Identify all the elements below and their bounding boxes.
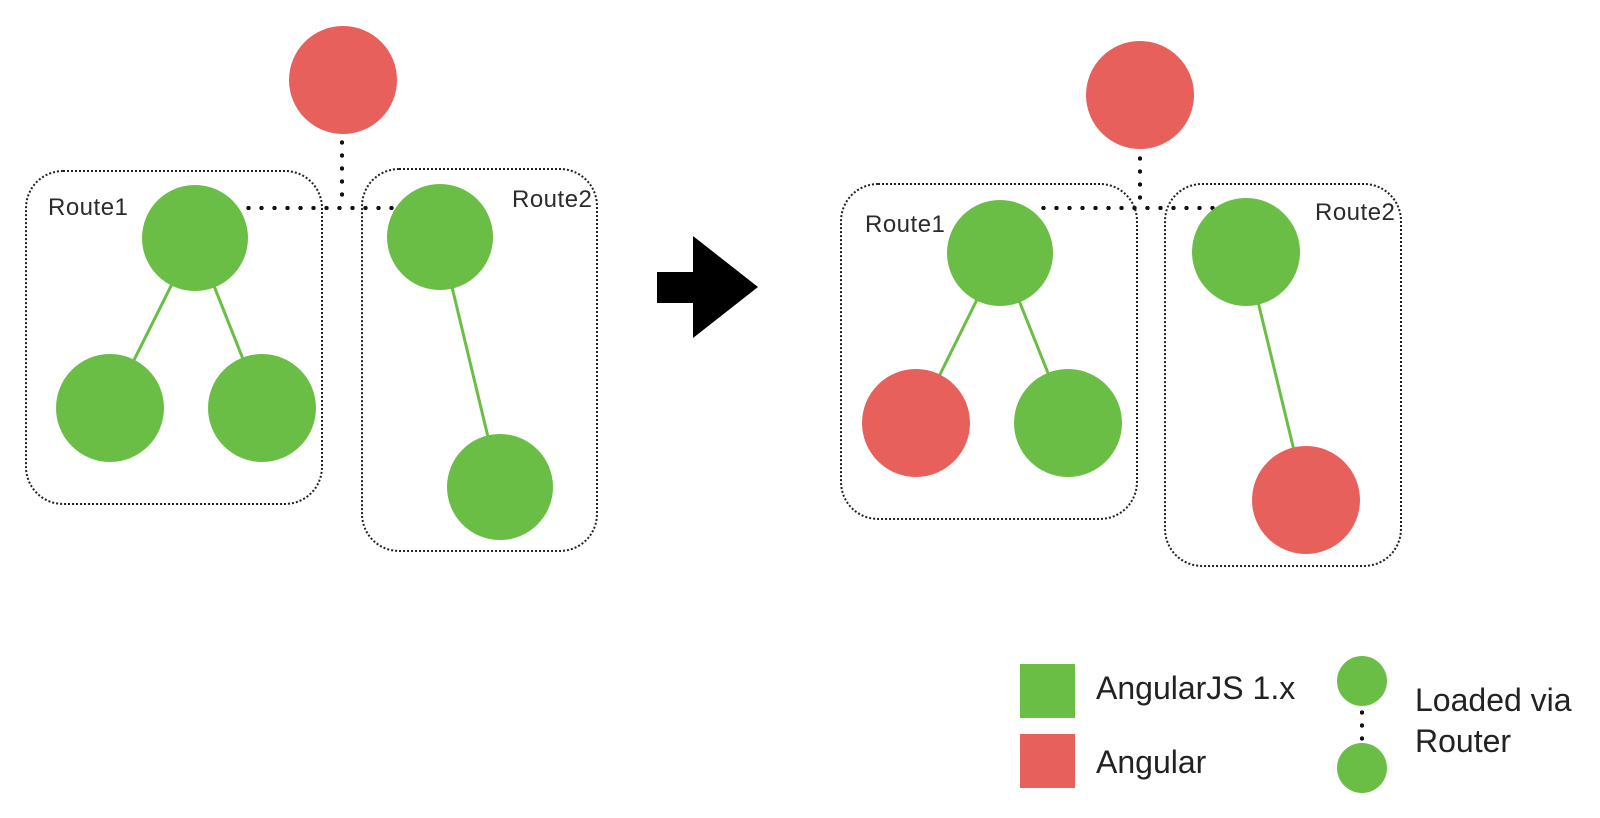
before-route2-label: Route2: [512, 186, 593, 213]
after-route2-child-angular-node: [1252, 446, 1360, 554]
legend-router-dotted-line: [1360, 706, 1364, 744]
after-route2-box: [1164, 183, 1402, 567]
before-route1-label: Route1: [48, 194, 129, 221]
before-root-angular-node: [289, 26, 397, 134]
before-route2-box: [361, 168, 598, 552]
after-root-router-dotted-line: [1138, 152, 1142, 206]
before-root-router-dotted-line: [340, 136, 344, 204]
legend-angular-label: Angular: [1096, 744, 1207, 780]
before-route1-root-node: [142, 185, 248, 291]
before-route2-child-node: [447, 434, 553, 540]
after-root-angular-node: [1086, 41, 1194, 149]
before-route1-box: [25, 170, 323, 505]
after-route2-root-node: [1192, 198, 1300, 306]
after-route1-root-node: [947, 200, 1053, 306]
legend-angular-swatch: [1020, 734, 1075, 788]
after-route2-label: Route2: [1315, 199, 1396, 226]
after-route1-child1-angular-node: [862, 369, 970, 477]
arrow-right-icon: [657, 236, 758, 338]
legend-router-top-node: [1337, 656, 1387, 706]
before-router-junction-dotted-line: [242, 206, 394, 210]
before-route1-child1-node: [56, 354, 164, 462]
before-route1-child2-node: [208, 354, 316, 462]
legend-router-label: Loaded via Router: [1415, 682, 1572, 759]
after-route1-child2-node: [1014, 369, 1122, 477]
legend-router-bottom-node: [1337, 743, 1387, 793]
before-route2-root-node: [387, 184, 493, 290]
after-route1-label: Route1: [865, 211, 946, 238]
after-route1-box: [840, 183, 1138, 520]
legend-angularjs-swatch: [1020, 664, 1075, 718]
legend-angularjs-label: AngularJS 1.x: [1096, 670, 1296, 706]
